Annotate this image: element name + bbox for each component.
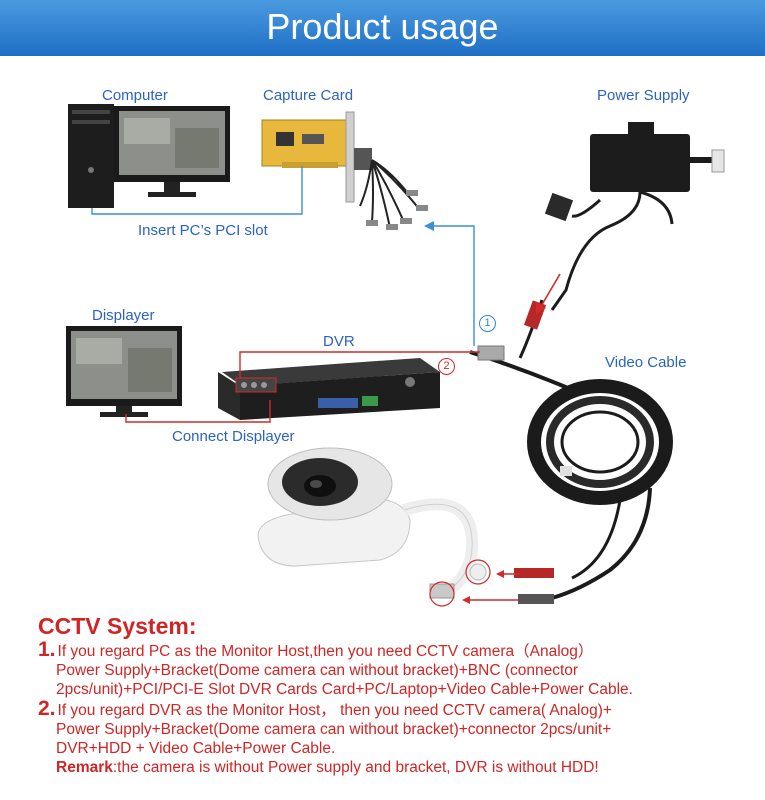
video-cable-icon [469, 299, 673, 604]
displayer-icon [66, 326, 182, 417]
connect-displayer-label: Connect Displayer [172, 428, 295, 445]
dvr-label: DVR [323, 333, 355, 350]
item-1-text-1: If you regard PC as the Monitor Host,the… [57, 643, 594, 660]
pci-slot-label: Insert PC’s PCI slot [138, 222, 268, 239]
capture-card-icon [261, 111, 428, 230]
dome-camera-icon [257, 447, 487, 599]
video-cable-label: Video Cable [605, 354, 687, 371]
connection-diagram [66, 104, 725, 607]
remark-line: Remark:the camera is without Power suppl… [38, 758, 758, 777]
item-2-line-1: 2.If you regard DVR as the Monitor Host，… [38, 697, 758, 720]
marker-two: 2 [438, 358, 455, 375]
item-1-line-1: 1.If you regard PC as the Monitor Host,t… [38, 638, 758, 661]
item-1-line-3: 2pcs/unit)+PCI/PCI-E Slot DVR Cards Card… [56, 681, 633, 698]
item-2-number: 2. [38, 697, 56, 720]
item-2-line-2: Power Supply+Bracket(Dome camera can wit… [56, 721, 612, 738]
marker-one: 1 [479, 315, 496, 332]
cctv-system-section: CCTV System: 1.If you regard PC as the M… [38, 612, 758, 777]
dvr-icon [218, 358, 440, 420]
item-2-text-1: If you regard DVR as the Monitor Host， t… [57, 702, 612, 719]
item-1-line-2: Power Supply+Bracket(Dome camera can wit… [56, 662, 579, 679]
page-title: Product usage [266, 6, 499, 47]
item-2-line-3: DVR+HDD + Video Cable+Power Cable. [56, 740, 336, 757]
computer-icon [68, 104, 230, 208]
capture-card-label: Capture Card [263, 87, 354, 104]
power-supply-label: Power Supply [597, 87, 690, 104]
remark-text: :the camera is without Power supply and … [112, 759, 599, 776]
displayer-label: Displayer [92, 307, 155, 324]
item-1-number: 1. [38, 638, 56, 661]
header-banner [0, 0, 765, 56]
connection-lines [91, 166, 561, 607]
computer-label: Computer [102, 87, 168, 104]
remark-label: Remark [56, 759, 113, 776]
cctv-heading: CCTV System: [38, 613, 197, 639]
power-supply-icon [544, 122, 725, 311]
